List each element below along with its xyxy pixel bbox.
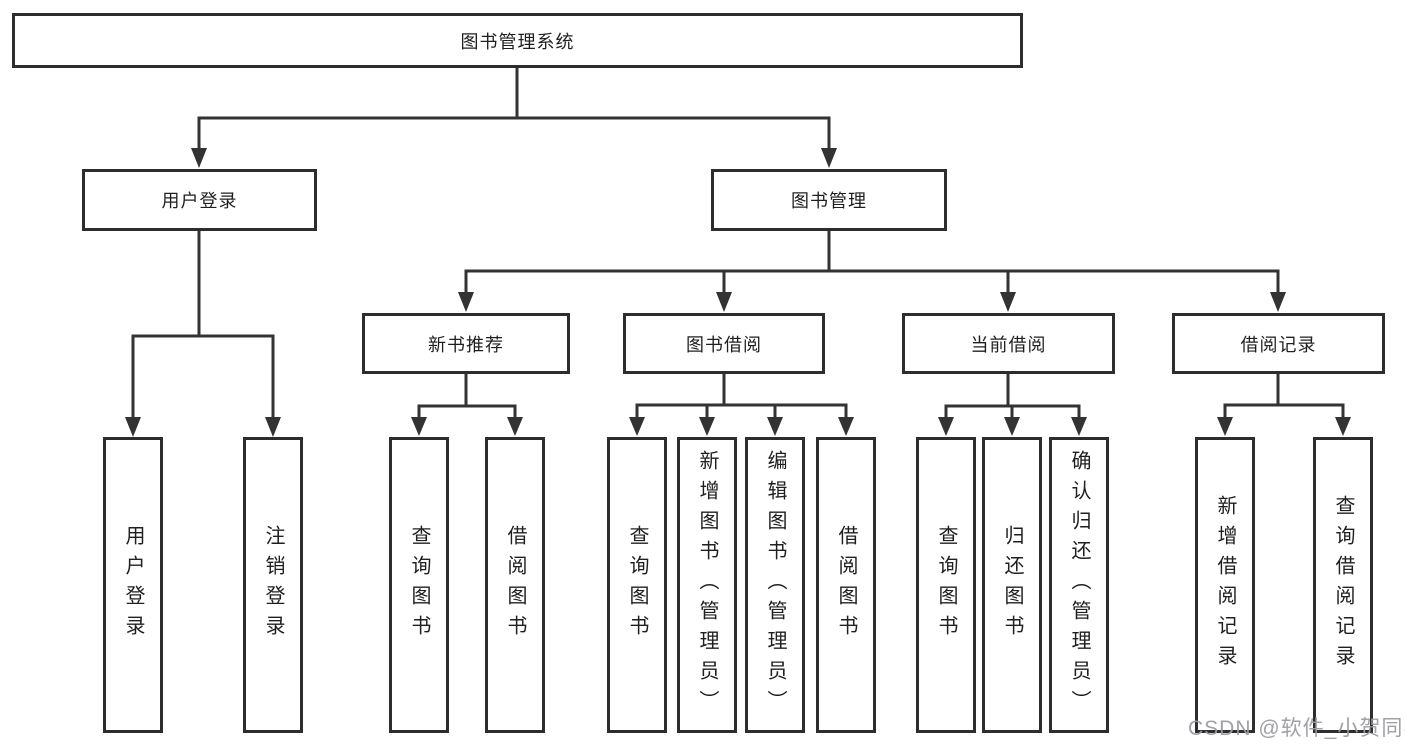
arrow-down-icon <box>938 417 954 436</box>
arrow-down-icon <box>191 148 207 168</box>
connector-new-book-recommend <box>417 374 517 419</box>
node-book-borrow: 图书借阅 <box>623 313 825 374</box>
csdn-watermark: CSDN @软件_小贺同学 <box>1188 717 1405 740</box>
node-label: 查询图书 <box>408 525 430 645</box>
leaf-edit-books-admin: 编辑图书（管理员） <box>745 437 805 733</box>
leaf-query-books-recommend: 查询图书 <box>389 437 449 733</box>
arrow-down-icon <box>507 417 523 436</box>
node-library-management-system: 图书管理系统 <box>12 13 1023 68</box>
leaf-query-books-current: 查询图书 <box>916 437 976 733</box>
leaf-return-books: 归还图书 <box>982 437 1042 733</box>
connector-root <box>197 68 831 150</box>
arrow-down-icon <box>716 292 732 312</box>
arrow-down-icon <box>265 417 281 437</box>
leaf-add-books-admin: 新增图书（管理员） <box>677 437 737 733</box>
leaf-borrow-books: 借阅图书 <box>816 437 876 733</box>
arrow-down-icon <box>767 417 783 436</box>
node-label: 借阅图书 <box>835 525 857 645</box>
node-label: 图书管理系统 <box>460 31 575 52</box>
arrow-down-icon <box>125 417 141 437</box>
node-label: 新增借阅记录 <box>1214 495 1236 675</box>
leaf-user-login: 用户登录 <box>103 437 163 733</box>
arrow-down-icon <box>1270 292 1286 312</box>
node-label: 当前借阅 <box>970 334 1047 355</box>
node-label: 用户登录 <box>122 525 144 645</box>
connector-user-login <box>131 231 275 418</box>
node-new-book-recommend: 新书推荐 <box>362 313 570 374</box>
arrow-down-icon <box>458 292 474 312</box>
node-label: 图书借阅 <box>686 334 762 355</box>
leaf-logout: 注销登录 <box>243 437 303 733</box>
leaf-query-books-borrow: 查询图书 <box>607 437 667 733</box>
node-current-borrow: 当前借阅 <box>902 313 1115 374</box>
node-user-login: 用户登录 <box>82 169 317 231</box>
node-label: 确认归还（管理员） <box>1068 450 1090 720</box>
arrow-down-icon <box>629 417 645 436</box>
arrow-down-icon <box>838 417 854 436</box>
connector-borrow-records <box>1223 374 1345 419</box>
node-label: 用户登录 <box>161 191 238 211</box>
node-label: 查询借阅记录 <box>1332 495 1354 675</box>
arrow-down-icon <box>821 148 837 168</box>
node-label: 借阅图书 <box>504 525 526 645</box>
node-label: 归还图书 <box>1001 525 1023 645</box>
arrowheads <box>125 148 1351 437</box>
arrow-down-icon <box>1004 417 1020 436</box>
arrow-down-icon <box>411 417 427 436</box>
arrow-down-icon <box>1217 417 1233 436</box>
node-label: 查询图书 <box>935 525 957 645</box>
node-label: 注销登录 <box>262 525 284 645</box>
arrow-down-icon <box>1335 417 1351 436</box>
node-label: 图书管理 <box>791 191 867 211</box>
leaf-borrow-books-recommend: 借阅图书 <box>485 437 545 733</box>
node-label: 查询图书 <box>626 525 648 645</box>
node-book-management: 图书管理 <box>711 169 947 231</box>
node-label: 新增图书（管理员） <box>696 450 718 720</box>
leaf-confirm-return-admin: 确认归还（管理员） <box>1049 437 1109 733</box>
connector-book-borrow <box>635 374 848 419</box>
arrow-down-icon <box>1000 292 1016 312</box>
leaf-add-borrow-record: 新增借阅记录 <box>1195 437 1255 733</box>
leaf-query-borrow-record: 查询借阅记录 <box>1313 437 1373 733</box>
arrow-down-icon <box>1071 417 1087 436</box>
node-label: 编辑图书（管理员） <box>764 450 786 720</box>
connector-current-borrow <box>944 374 1081 419</box>
arrow-down-icon <box>699 417 715 436</box>
node-borrow-records: 借阅记录 <box>1172 313 1385 374</box>
connector-book-management <box>464 231 1280 294</box>
node-label: 新书推荐 <box>428 334 504 355</box>
node-label: 借阅记录 <box>1240 334 1317 355</box>
